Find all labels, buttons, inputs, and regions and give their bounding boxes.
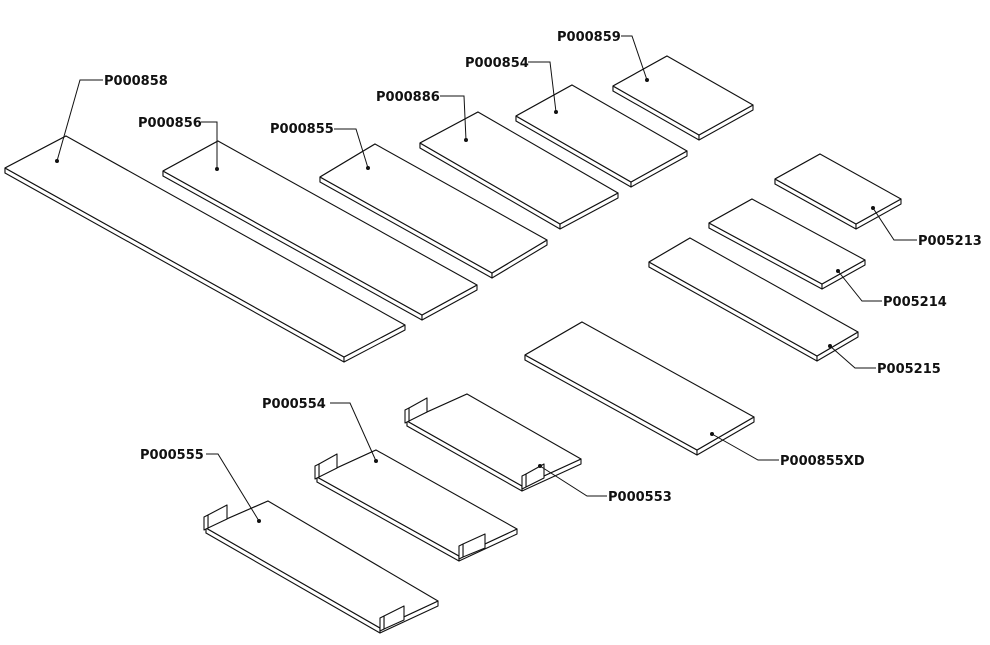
label-p000886: P000886 (376, 90, 440, 105)
plate-p000553 (404, 393, 582, 492)
plate-p000856 (162, 140, 478, 321)
plate-p005214 (708, 198, 866, 290)
label-p000858: P000858 (104, 74, 168, 89)
label-p000553: P000553 (608, 490, 672, 505)
label-p000859: P000859 (557, 30, 621, 45)
plate-p000858 (4, 135, 406, 363)
plate-p000859 (612, 55, 754, 141)
plate-p005213 (774, 153, 902, 230)
plate-p000854 (515, 84, 688, 188)
plate-p000555 (203, 500, 439, 634)
plate-p000855xd (524, 321, 755, 456)
plate-p000554 (314, 449, 518, 562)
plate-p005215 (648, 237, 859, 362)
label-p000555: P000555 (140, 448, 204, 463)
label-p000855xd: P000855XD (780, 454, 865, 469)
label-p005213: P005213 (918, 234, 982, 249)
label-p000854: P000854 (465, 56, 529, 71)
label-p000554: P000554 (262, 397, 326, 412)
label-p000855: P000855 (270, 122, 334, 137)
leaders (55, 35, 917, 523)
label-p000856: P000856 (138, 116, 202, 131)
plate-p000886 (419, 111, 619, 230)
label-p005215: P005215 (877, 362, 941, 377)
label-p005214: P005214 (883, 295, 947, 310)
plate-p000855 (319, 143, 548, 279)
